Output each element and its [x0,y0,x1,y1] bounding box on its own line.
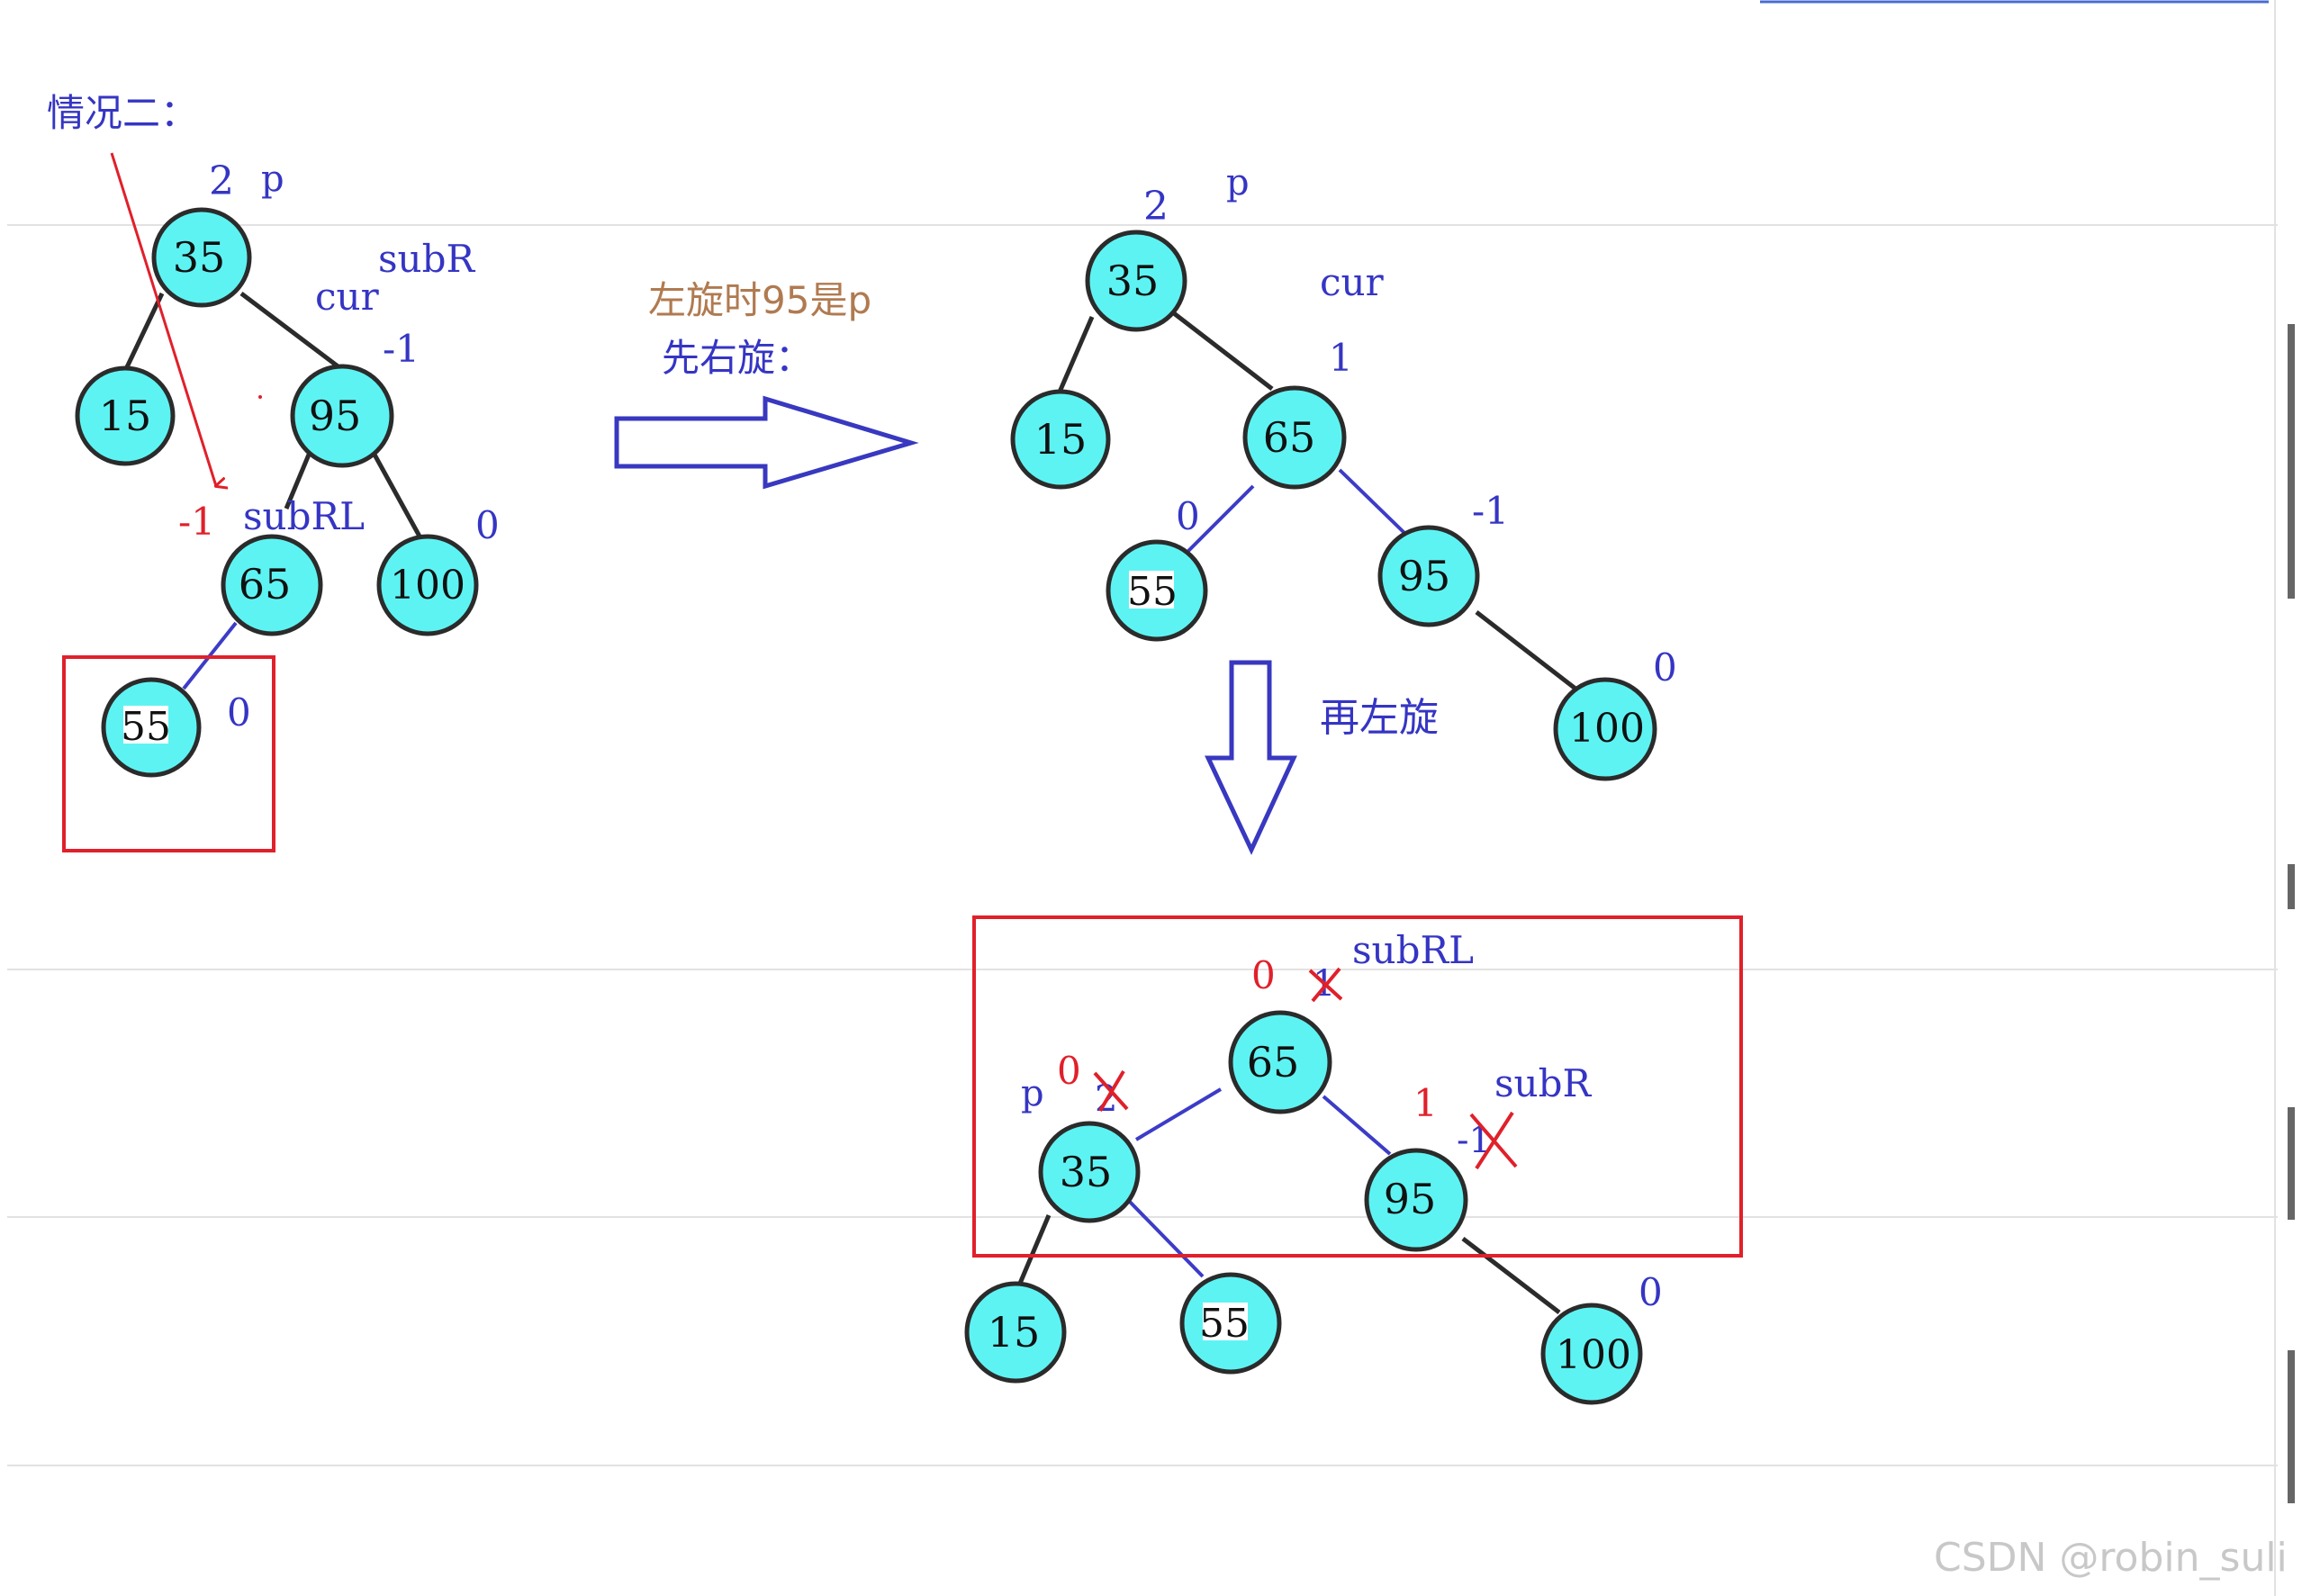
tree-node: 95 [1364,1148,1468,1252]
tree-node: 55 [101,677,202,778]
svg-text:55: 55 [121,704,171,750]
edge [1322,1095,1392,1156]
balance-label: 0 [1176,494,1200,538]
balance-label: 0 [1653,645,1677,690]
tree-node: 35 [1085,230,1187,332]
down-arrow [1205,660,1297,855]
svg-text:15: 15 [988,1308,1041,1357]
svg-text:95: 95 [309,392,362,440]
tree-node: 95 [290,364,394,468]
svg-text:15: 15 [1034,415,1088,464]
tree-node: 95 [1377,525,1480,627]
edge [1187,484,1255,553]
balance-label: 0 [1057,1049,1081,1093]
svg-text:55: 55 [1127,569,1178,615]
svg-text:65: 65 [1247,1038,1300,1087]
svg-text:15: 15 [99,392,152,440]
svg-text:55: 55 [1199,1301,1250,1347]
tree-after-left-rotation: 65 35 95 15 55 100 0 1 subRL p 0 2 1 [964,915,1743,1405]
tree-node: 35 [151,207,252,308]
pointer-label: subR [378,237,475,281]
highlight-box [972,915,1743,1258]
step1-line2: 先右旋： [662,336,813,380]
balance-label: 0 [1251,953,1276,997]
watermark: CSDN @robin_suli [1934,1535,2288,1581]
tree-node: 100 [1540,1303,1643,1405]
tree-node: 65 [221,534,323,636]
balance-label: 0 [475,503,500,547]
tree-node: 15 [964,1281,1067,1384]
tree-node: 15 [1010,389,1111,490]
balance-label: -1 [1472,489,1509,533]
svg-text:100: 100 [1556,1332,1631,1378]
tree-node: 65 [1242,385,1347,490]
svg-text:35: 35 [173,233,226,282]
pointer-label: p [1226,162,1250,203]
pointer-label: subRL [243,494,365,538]
balance-label: 2 [1143,184,1169,230]
tree-node: 15 [75,365,176,466]
edge [1055,316,1095,397]
pointer-label: p [1021,1073,1044,1114]
balance-label: -1 [383,327,420,371]
cross-mark [1093,1069,1129,1113]
edge [284,454,311,509]
svg-text:100: 100 [1569,706,1645,752]
tree-initial: 35 15 95 65 100 55 2 p subR cur -1 -1 s [62,152,500,852]
tree-node: 65 [1228,1010,1332,1114]
balance-label: 0 [227,690,251,735]
right-arrow [614,395,919,490]
cross-mark [1469,1111,1518,1170]
edge [1338,468,1406,535]
edge [1169,309,1274,391]
step1-line1: 左旋时95是p [648,278,871,322]
edge [1461,1237,1561,1314]
case-title: 情况二： [47,91,198,135]
svg-text:35: 35 [1106,257,1160,305]
balance-label: -1 [178,500,215,544]
svg-text:95: 95 [1398,552,1451,600]
edge [1016,1214,1052,1286]
red-pointer-arrow [110,152,216,486]
pointer-label: subRL [1352,928,1474,972]
edge [1134,1087,1223,1141]
tree-after-right-rotation: 35 15 65 55 95 100 2 p cur 1 0 -1 0 [1010,162,1677,781]
cross-mark [1308,967,1343,1003]
pointer-label: subR [1494,1061,1592,1105]
svg-text:95: 95 [1384,1175,1437,1223]
tree-node: 100 [1553,677,1657,781]
edge [123,292,165,371]
edge [239,292,346,373]
svg-text:65: 65 [1263,413,1316,462]
svg-text:35: 35 [1060,1148,1113,1196]
pointer-label: cur [1320,260,1385,304]
tree-node: 55 [1179,1272,1282,1375]
balance-label: 2 [209,158,234,204]
tree-node: 100 [376,534,479,636]
svg-text:100: 100 [390,563,465,609]
balance-label: 1 [1329,336,1353,380]
balance-label: 0 [1638,1270,1663,1314]
pointer-label: p [261,158,284,200]
edge [372,453,426,545]
tree-node: 35 [1038,1121,1141,1223]
svg-text:65: 65 [239,560,292,609]
edge [1475,610,1577,690]
balance-label: 1 [1413,1081,1438,1125]
pointer-label: cur [315,275,380,319]
edge [1125,1197,1205,1278]
highlight-box [62,655,275,852]
tree-node: 55 [1106,539,1208,642]
step2-label: 再左旋 [1320,695,1439,741]
